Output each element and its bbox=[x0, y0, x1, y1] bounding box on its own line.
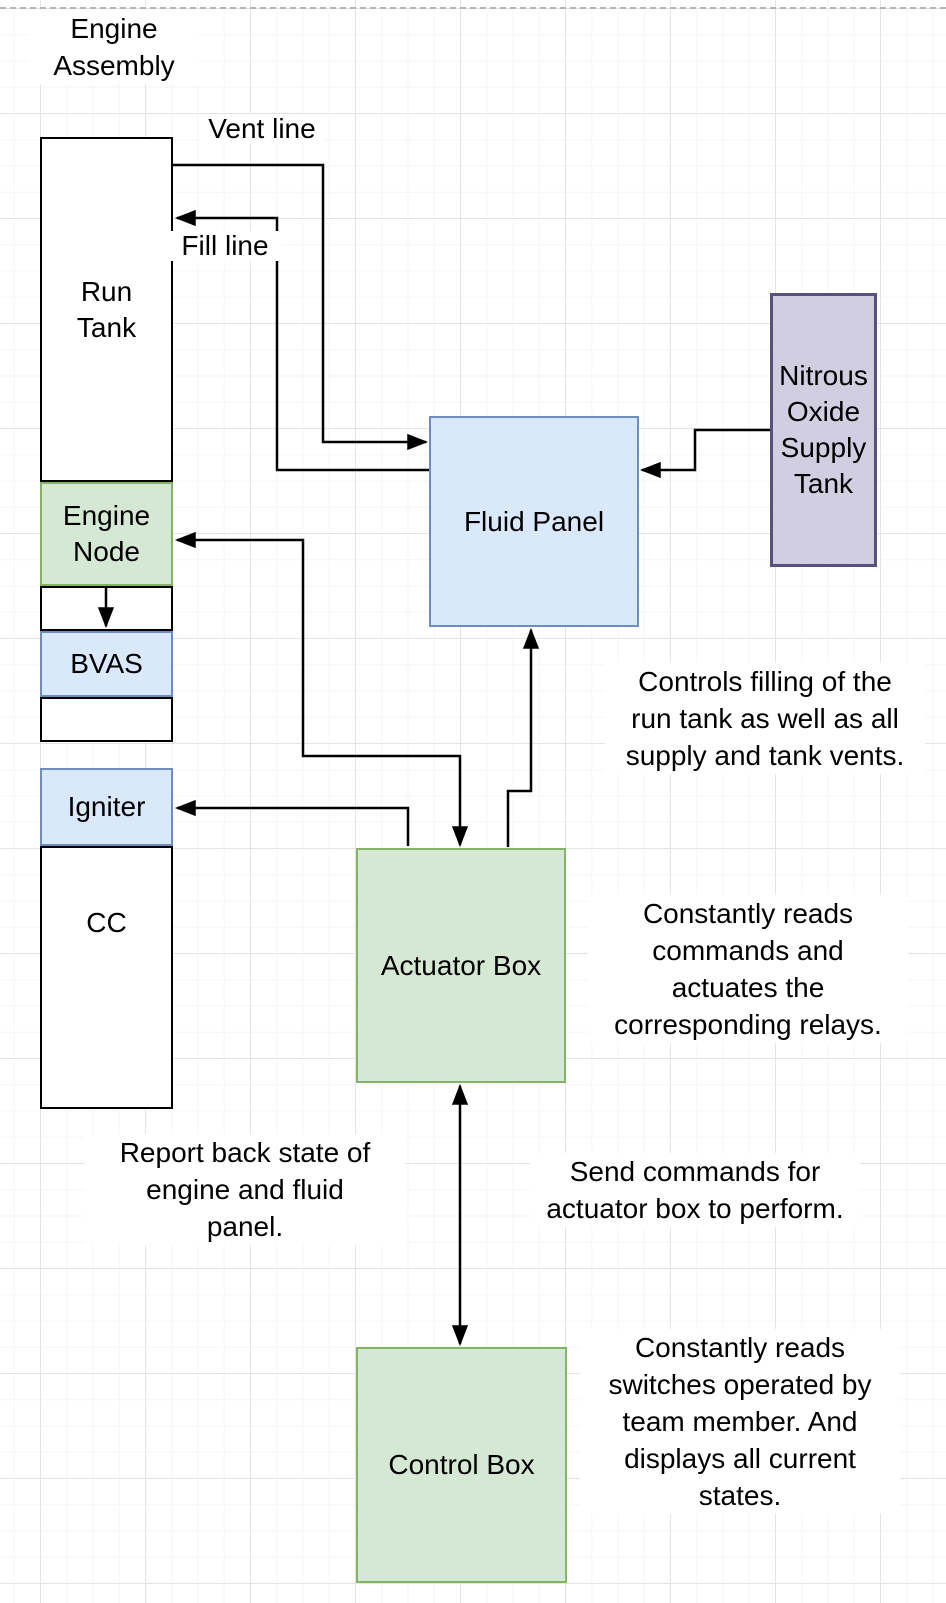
node-control-box[interactable]: Control Box bbox=[356, 1347, 567, 1583]
actuator-note[interactable]: Constantly reads commands and actuates t… bbox=[588, 895, 908, 1043]
fill-line-label[interactable]: Fill line bbox=[168, 231, 282, 261]
node-spacer-upper[interactable] bbox=[40, 586, 173, 631]
vent-line-connector bbox=[173, 163, 426, 442]
vent-line-label[interactable]: Vent line bbox=[200, 114, 324, 144]
report-state-note[interactable]: Report back state of engine and fluid pa… bbox=[85, 1134, 405, 1245]
node-engine-node[interactable]: Engine Node bbox=[40, 482, 173, 586]
actuator-to-igniter-connector bbox=[177, 808, 410, 846]
node-actuator-box[interactable]: Actuator Box bbox=[356, 848, 566, 1083]
control-box-note[interactable]: Constantly reads switches operated by te… bbox=[580, 1329, 900, 1514]
node-bvas[interactable]: BVAS bbox=[40, 631, 173, 697]
send-commands-note[interactable]: Send commands for actuator box to perfor… bbox=[530, 1153, 860, 1227]
actuator-to-fluid-panel-connector bbox=[506, 630, 531, 847]
supply-tank-to-fluid-panel-connector bbox=[642, 428, 770, 470]
page-boundary-dashed-line bbox=[0, 7, 946, 9]
node-run-tank[interactable]: Run Tank bbox=[40, 137, 173, 482]
node-spacer-lower[interactable] bbox=[40, 697, 173, 742]
diagram-title[interactable]: Engine Assembly bbox=[29, 10, 199, 84]
node-fluid-panel[interactable]: Fluid Panel bbox=[429, 416, 639, 627]
node-cc[interactable]: CC bbox=[40, 846, 173, 1109]
fluid-panel-note[interactable]: Controls filling of the run tank as well… bbox=[605, 663, 925, 774]
node-nitrous-oxide-supply-tank[interactable]: Nitrous Oxide Supply Tank bbox=[770, 293, 877, 567]
engine-node-actuator-connector bbox=[177, 540, 460, 845]
node-igniter[interactable]: Igniter bbox=[40, 768, 173, 846]
